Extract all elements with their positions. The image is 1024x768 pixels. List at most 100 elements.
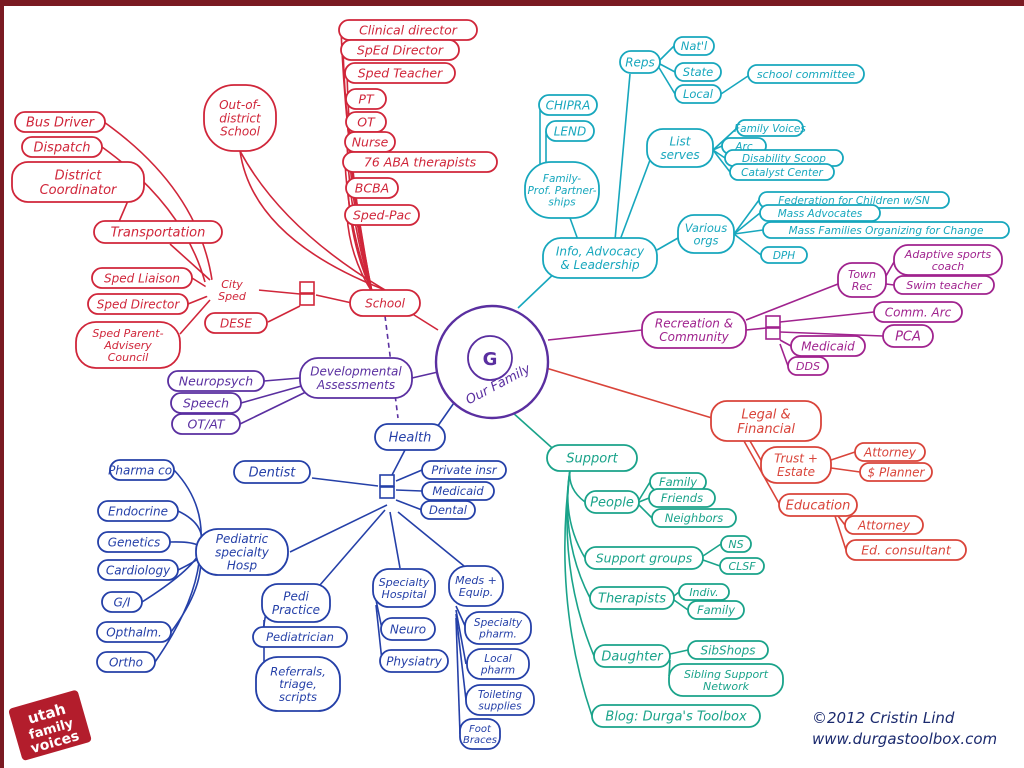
- node-label-recreation: Recreation &Community: [655, 317, 733, 344]
- node-label-ortho: Ortho: [109, 655, 143, 669]
- node-indiv: Indiv.: [678, 583, 730, 601]
- connector-line: [830, 451, 856, 461]
- node-neuro: Neuro: [380, 617, 436, 641]
- node-ot: OT: [345, 111, 387, 133]
- node-label-nurse: Nurse: [352, 135, 389, 150]
- connector-line: [568, 469, 586, 503]
- node-opthalm: Opthalm.: [96, 621, 172, 643]
- copyright-credit: ©2012 Cristin Lind www.durgastoolbox.com: [812, 708, 1022, 750]
- website-url: www.durgastoolbox.com: [812, 730, 998, 748]
- node-info-advocacy: Info, Advocacy& Leadership: [542, 237, 658, 279]
- node-label-neuropsych: Neuropsych: [179, 374, 253, 389]
- top-border: [0, 0, 1024, 6]
- node-attorney-trust: Attorney: [854, 442, 926, 462]
- node-ortho: Ortho: [96, 651, 156, 673]
- node-medicaid-health: Medicaid: [421, 481, 495, 501]
- node-school-committee: school committee: [747, 64, 865, 84]
- node-label-support-groups: Support groups: [596, 551, 693, 566]
- node-label-school-committee: school committee: [757, 68, 855, 81]
- connector-line: [569, 217, 579, 241]
- left-border: [0, 0, 4, 768]
- node-label-reps: Reps: [625, 55, 655, 69]
- node-label-meds-equip: Meds +Equip.: [455, 574, 497, 599]
- node-health: Health: [374, 423, 446, 451]
- node-label-lend: LEND: [554, 124, 586, 138]
- node-ns: NS: [720, 535, 752, 553]
- node-label-sped-liaison: Sped Liaison: [104, 271, 180, 285]
- connector-line: [395, 489, 423, 492]
- node-label-people: People: [590, 496, 634, 511]
- node-label-family-ther: Family: [697, 603, 735, 617]
- node-natl: Nat'l: [673, 36, 715, 56]
- node-label-pt: PT: [358, 92, 375, 107]
- node-state: State: [674, 62, 722, 82]
- node-recreation: Recreation &Community: [641, 311, 747, 349]
- node-speech: Speech: [170, 392, 242, 414]
- node-family-voices: Family Voices: [734, 119, 806, 137]
- node-genetics: Genetics: [97, 531, 171, 553]
- connector-line: [395, 499, 423, 511]
- node-label-mass-families: Mass Families Organizing for Change: [789, 225, 984, 237]
- node-label-medicaid-health: Medicaid: [432, 484, 484, 498]
- connector-line: [547, 329, 643, 341]
- node-label-local-reps: Local: [683, 87, 714, 101]
- node-attorney-ed: Attorney: [844, 515, 924, 535]
- node-family-prof: Family-Prof. Partner-ships: [524, 161, 600, 219]
- connector-line: [315, 294, 353, 304]
- connector-line: [179, 299, 211, 335]
- node-ot-at: OT/AT: [171, 413, 241, 435]
- node-label-indiv: Indiv.: [689, 586, 718, 599]
- connector-line: [614, 73, 631, 241]
- node-bus-driver: Bus Driver: [14, 111, 106, 133]
- node-label-transportation: Transportation: [111, 226, 206, 241]
- node-label-sped-director-city: Sped Director: [97, 297, 181, 311]
- node-dispatch: Dispatch: [21, 136, 103, 158]
- node-cardiology: Cardiology: [97, 559, 179, 581]
- center-letter: G: [483, 349, 498, 370]
- connector-line: [659, 63, 676, 73]
- connector-line: [779, 343, 789, 367]
- connector-line: [267, 305, 301, 323]
- node-label-clinical-director: Clinical director: [359, 23, 458, 38]
- node-label-comm-arc: Comm. Arc: [885, 305, 952, 319]
- connector-line: [311, 477, 379, 487]
- connector-line: [389, 511, 401, 569]
- node-label-neighbors: Neighbors: [665, 511, 724, 525]
- node-label-ed-consultant: Ed. consultant: [861, 543, 952, 558]
- node-label-trust-estate: Trust +Estate: [774, 452, 818, 479]
- node-people: People: [584, 490, 640, 514]
- connector-line: [346, 214, 373, 293]
- connector-line: [885, 261, 895, 277]
- node-daughter: Daughter: [593, 644, 671, 668]
- node-lend: LEND: [545, 120, 595, 142]
- node-sped-teacher: Sped Teacher: [344, 62, 456, 84]
- node-label-dese: DESE: [220, 316, 252, 330]
- node-mass-advocates: Mass Advocates: [759, 204, 881, 222]
- node-label-clsf: CLSF: [728, 560, 756, 573]
- node-label-ot-at: OT/AT: [188, 417, 226, 432]
- connector-line: [712, 149, 731, 173]
- node-support-groups: Support groups: [584, 546, 704, 570]
- node-sped-liaison: Sped Liaison: [91, 267, 193, 289]
- node-mass-families: Mass Families Organizing for Change: [762, 221, 1010, 239]
- connector-line: [545, 367, 713, 419]
- node-label-pharma-co: Pharma co.: [108, 463, 176, 477]
- connector-line: [319, 509, 386, 586]
- node-label-pediatrician: Pediatrician: [266, 630, 334, 644]
- node-physiatry: Physiatry: [379, 649, 449, 673]
- node-family-ther: Family: [687, 600, 745, 620]
- connector-line: [397, 511, 465, 567]
